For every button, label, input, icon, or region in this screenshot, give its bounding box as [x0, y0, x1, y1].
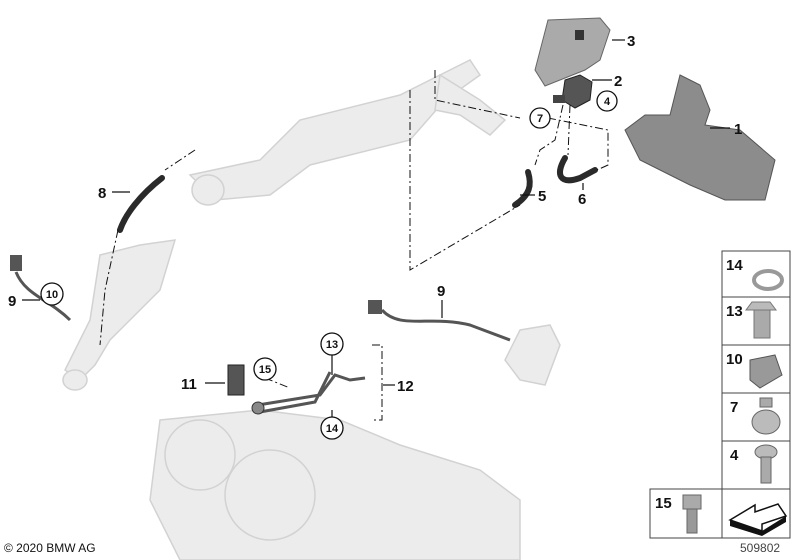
callout-2: 2: [614, 73, 622, 90]
callout-11: 11: [181, 376, 197, 393]
hex-bolt-icon: [682, 494, 702, 534]
callout-13-circled: 13: [320, 332, 344, 356]
svg-text:13: 13: [726, 303, 743, 320]
svg-text:13: 13: [326, 339, 338, 351]
callout-6: 6: [578, 191, 586, 208]
screw-icon: [754, 444, 778, 484]
exhaust-temp-sensor-part-9-left: [10, 255, 72, 322]
pressure-line-part-12: [251, 371, 366, 415]
svg-text:7: 7: [537, 113, 543, 125]
callout-10-circled: 10: [40, 282, 64, 306]
exhaust-temp-sensor-part-9-right: [368, 300, 511, 342]
sealing-ring-icon: [752, 269, 784, 291]
callout-12: 12: [397, 378, 414, 395]
svg-text:7: 7: [730, 399, 738, 416]
copyright: © 2020 BMW AG: [4, 541, 96, 555]
callout-3: 3: [627, 33, 635, 50]
callout-8: 8: [98, 185, 106, 202]
svg-text:4: 4: [604, 96, 611, 108]
svg-text:4: 4: [730, 447, 739, 464]
svg-text:14: 14: [326, 423, 339, 435]
diagram-number: 509802: [740, 541, 781, 555]
bracket-part-1: [624, 74, 776, 201]
legend-item-10: 10: [726, 351, 783, 389]
legend-item-14: 14: [726, 257, 784, 291]
banjo-bolt-icon: [745, 301, 777, 339]
hose-part-8: [117, 175, 165, 233]
assembly-lines: [99, 70, 609, 421]
hose-clamp-icon: [751, 397, 781, 435]
legend-item-7: 7: [730, 397, 781, 435]
sensor-part-11: [227, 364, 245, 396]
legend-item-4: 4: [730, 444, 778, 484]
pressure-sensor-part-2: [553, 74, 593, 109]
legend-panel: [649, 250, 791, 539]
svg-text:14: 14: [726, 257, 743, 274]
callout-15-circled: 15: [253, 357, 277, 381]
view-direction-arrow-icon: [728, 503, 788, 536]
legend-item-13: 13: [726, 301, 777, 339]
legend-item-15: 15: [655, 494, 702, 534]
callout-9-right: 9: [437, 283, 445, 300]
callout-4-circled: 4: [596, 90, 618, 112]
clip-nut-icon: [749, 354, 783, 389]
callout-1: 1: [734, 121, 742, 138]
svg-text:15: 15: [655, 495, 672, 512]
hose-part-5: [512, 169, 533, 208]
exhaust-pipe-ghost: [62, 59, 561, 560]
heat-shield-part-3: [534, 17, 611, 87]
leader-lines: [22, 39, 730, 418]
callout-9-left: 9: [8, 293, 16, 310]
callout-5: 5: [538, 188, 546, 205]
svg-text:10: 10: [726, 351, 743, 368]
svg-text:10: 10: [46, 289, 58, 301]
callout-14-circled: 14: [320, 416, 344, 440]
hose-part-6: [557, 155, 598, 184]
svg-text:15: 15: [259, 364, 271, 376]
callout-7-circled: 7: [529, 107, 551, 129]
